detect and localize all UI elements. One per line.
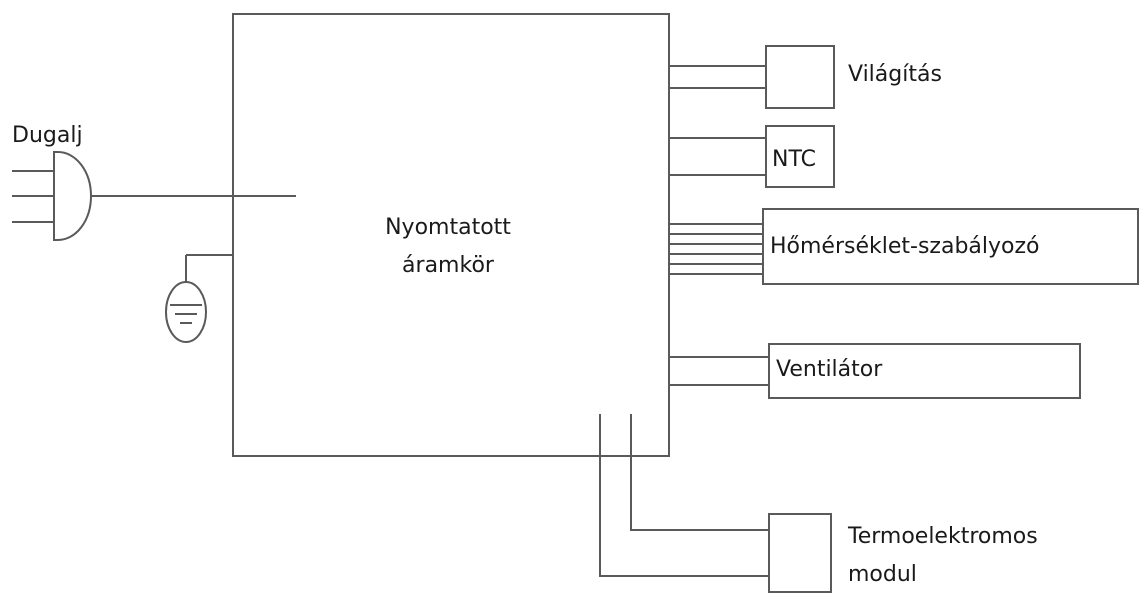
lighting-box: [765, 45, 835, 109]
lighting-label: Világítás: [848, 62, 942, 87]
pcb-label-line2: áramkör: [402, 253, 494, 278]
pcb-label-line1: Nyomtatott: [385, 215, 511, 240]
pcb-box: [232, 13, 670, 457]
ntc-label: NTC: [772, 147, 816, 172]
thermostat-box: [762, 208, 1139, 285]
fan-box: [768, 343, 1081, 399]
peltier-wire-inner: [630, 414, 769, 531]
thermostat-label: Hőmérséklet-szabályozó: [770, 234, 1040, 259]
plug-label: Dugalj: [12, 123, 83, 148]
ground-icon: [165, 254, 233, 343]
plug-icon: [12, 151, 296, 241]
ntc-box: [765, 125, 835, 188]
peltier-wire-outer: [599, 414, 769, 577]
peltier-label-line2: modul: [848, 562, 917, 587]
fan-label: Ventilátor: [776, 357, 883, 382]
peltier-label-line1: Termoelektromos: [848, 524, 1038, 549]
peltier-box: [768, 513, 832, 593]
